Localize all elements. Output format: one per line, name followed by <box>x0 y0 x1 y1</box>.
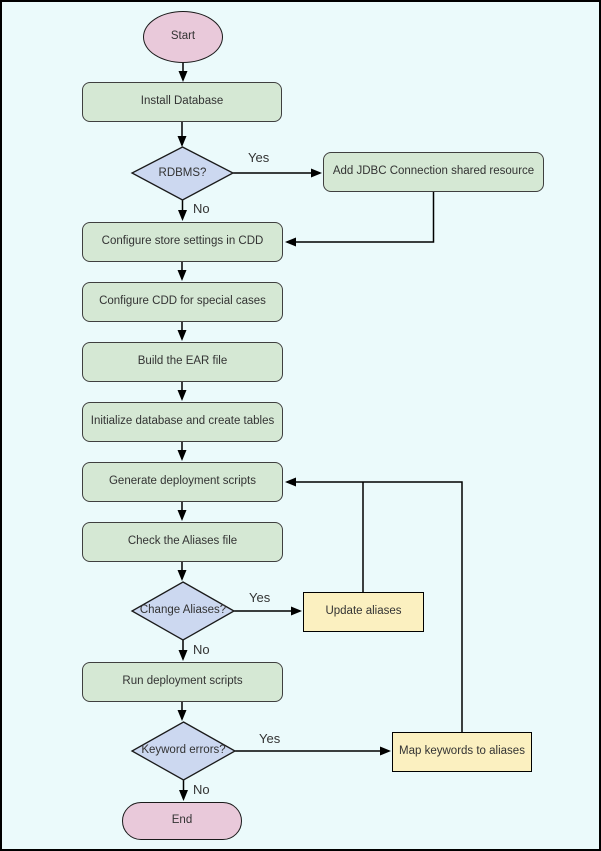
build-ear-step: Build the EAR file <box>82 342 283 382</box>
configure-cdd-step: Configure CDD for special cases <box>82 282 283 322</box>
edge-map-keywords-to-generate <box>285 477 463 732</box>
keyword-errors-decision-shape <box>130 721 237 781</box>
configure-store-step: Configure store settings in CDD <box>82 222 283 262</box>
edge-label-rdbms-no: No <box>193 201 210 216</box>
keyword-errors-decision-label: Keyword errors? <box>141 744 226 757</box>
edge-jdbc-to-configure-store <box>285 192 435 247</box>
end-terminal: End <box>122 802 242 840</box>
install-database-step: Install Database <box>82 82 282 122</box>
map-keywords-step: Map keywords to aliases <box>392 732 532 772</box>
check-aliases-step: Check the Aliases file <box>82 522 283 562</box>
edge-label-keyword-errors-yes: Yes <box>259 731 281 746</box>
rdbms-decision-label: RDBMS? <box>158 166 207 179</box>
generate-scripts-step: Generate deployment scripts <box>82 462 283 502</box>
edge-label-rdbms-yes: Yes <box>248 150 270 165</box>
edge-label-change-aliases-no: No <box>193 642 210 657</box>
change-aliases-decision-label: Change Aliases? <box>139 604 227 617</box>
edge-label-keyword-errors-no: No <box>193 782 210 797</box>
rdbms-decision-shape <box>130 146 235 201</box>
add-jdbc-step: Add JDBC Connection shared resource <box>323 152 544 192</box>
edge-label-change-aliases-yes: Yes <box>249 590 271 605</box>
init-db-step: Initialize database and create tables <box>82 402 283 442</box>
update-aliases-step: Update aliases <box>303 592 424 632</box>
run-scripts-step: Run deployment scripts <box>82 662 283 702</box>
change-aliases-decision-shape <box>130 581 236 641</box>
start-terminal: Start <box>143 11 223 63</box>
